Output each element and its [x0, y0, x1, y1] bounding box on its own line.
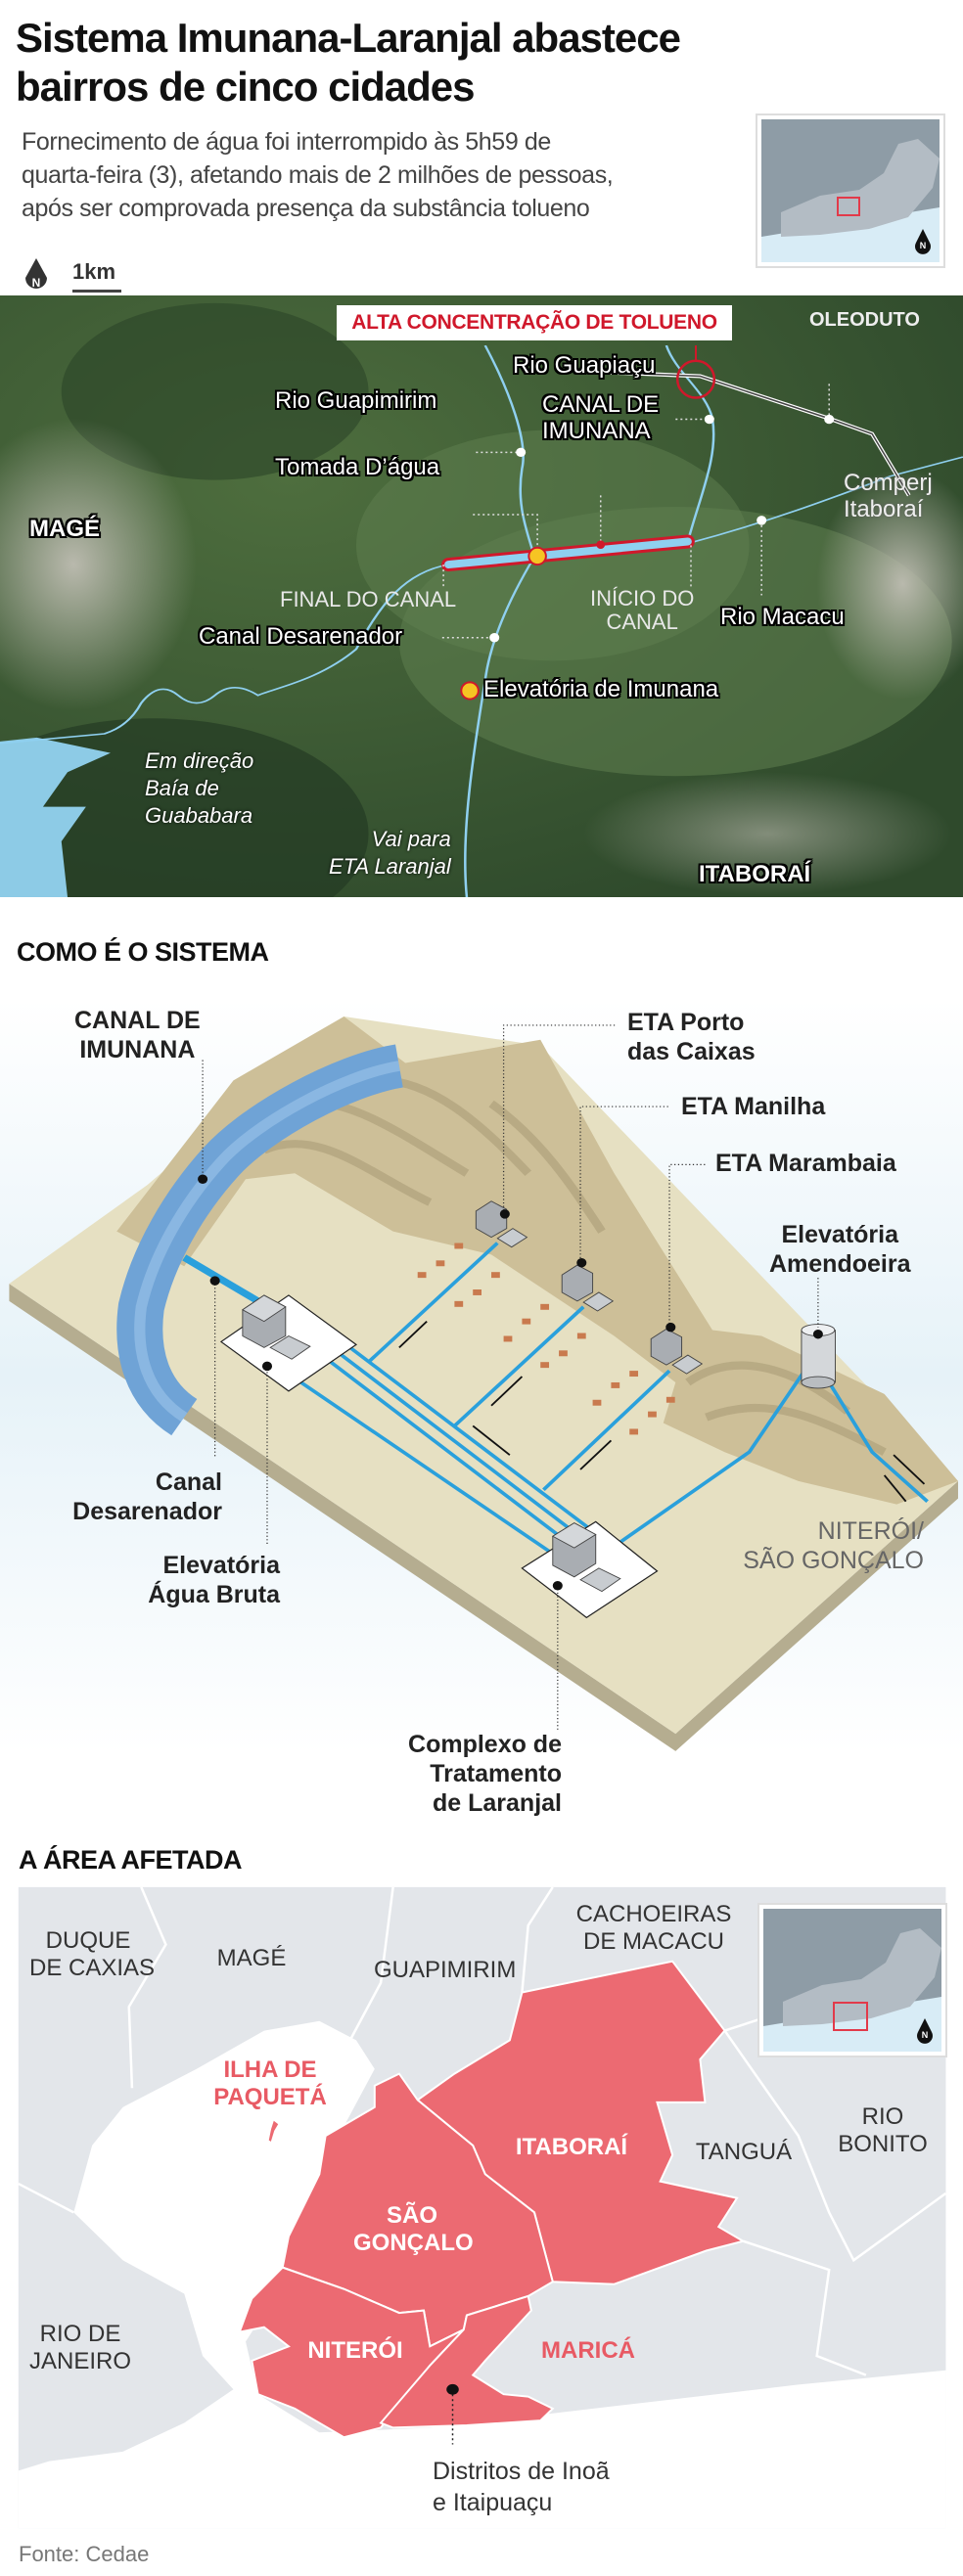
guanabara-bay [0, 737, 111, 897]
flow-arrows [398, 1321, 926, 1503]
system-diagram [0, 999, 963, 1754]
region-marica-districts [381, 2296, 553, 2427]
svg-text:N: N [922, 2030, 929, 2040]
subtitle-line: quarta-feira (3), afetando mais de 2 mil… [22, 161, 614, 189]
subtitle-line: Fornecimento de água foi interrompido às… [22, 128, 551, 156]
urban-area-comperj [816, 468, 963, 700]
label-canal-desarenador: Canal Desarenador [199, 623, 403, 650]
tomada-dagua-marker [528, 548, 546, 565]
pipelines [182, 1242, 929, 1556]
buildings [242, 1200, 836, 1593]
label-eta-marambaia: ETA Marambaia [715, 1150, 896, 1177]
urban-area-itaborai [583, 772, 952, 896]
canal-to-laranjal [464, 556, 536, 897]
label-elevatoria-imunana: Elevatória de Imunana [483, 676, 719, 702]
region-paqueta [268, 2119, 280, 2143]
label-mage-area: MAGÉ [216, 1945, 287, 1971]
locator-map-graphic: N [761, 119, 940, 262]
label-guapimirim: GUAPIMIRIM [374, 1957, 517, 1983]
elevatoria-imunana-marker [461, 682, 479, 699]
map-point-markers [489, 414, 835, 643]
rio-guapimirim [483, 344, 536, 558]
title-line: bairros de cinco cidades [16, 64, 476, 110]
mountain-ridges [262, 1076, 887, 1456]
scale-label: 1km [72, 259, 116, 284]
svg-text:N: N [920, 241, 927, 250]
label-eta-manilha: ETA Manilha [681, 1093, 826, 1120]
label-itaborai-area: ITABORAÍ [515, 2134, 628, 2160]
label-tomada-dagua: Tomada D’água [275, 454, 440, 480]
label-rio-macacu: Rio Macacu [720, 604, 845, 630]
label-final-canal: FINAL DO CANAL [280, 587, 457, 611]
north-arrow-icon: N [917, 2018, 933, 2044]
district-marker [446, 2383, 459, 2395]
locator-map-affected: N [757, 1903, 947, 2057]
label-itaborai: ITABORAÍ [699, 861, 811, 887]
section-heading-affected: A ÁREA AFETADA [19, 1845, 242, 1875]
locator-map-graphic: N [763, 1909, 941, 2052]
source-credit: Fonte: Cedae [19, 2542, 150, 2566]
satellite-map [0, 295, 963, 897]
label-niteroi-sao-goncalo: NITERÓI/SÃO GONÇALO [743, 1517, 924, 1574]
locator-map: N [756, 113, 945, 268]
label-rio-guapimirim: Rio Guapimirim [275, 387, 437, 414]
leader-lines [442, 384, 829, 637]
terrain-platform [9, 1017, 958, 1735]
label-tangua: TANGUÁ [695, 2139, 793, 2165]
page-title: Sistema Imunana-Laranjal abastece bairro… [16, 14, 681, 112]
canal-marker [596, 540, 606, 549]
label-rio-guapiacu: Rio Guapiaçu [513, 352, 656, 379]
title-line: Sistema Imunana-Laranjal abastece [16, 15, 681, 61]
north-arrow-icon: N [915, 229, 931, 254]
canal-imunana-highlight [448, 542, 688, 565]
toluene-alert-label: ALTA CONCENTRAÇÃO DE TOLUENO [337, 305, 732, 340]
locator-highlight [833, 2002, 868, 2031]
svg-text:N: N [32, 276, 41, 290]
subtitle-line: após ser comprovada presença da substânc… [22, 195, 590, 222]
diagram-markers [198, 1174, 823, 1591]
houses [417, 1243, 675, 1435]
north-arrow-icon: N [25, 258, 47, 290]
river-to-bay [0, 564, 449, 745]
subtitle: Fornecimento de água foi interrompido às… [22, 125, 614, 225]
section-heading-system: COMO É O SISTEMA [17, 937, 269, 967]
locator-highlight [837, 197, 860, 216]
scale-bar [72, 290, 121, 293]
label-niteroi: NITERÓI [307, 2337, 403, 2364]
urban-area-mage [0, 418, 197, 711]
mountains [116, 1017, 958, 1505]
rio-macacu [687, 456, 963, 545]
region-niteroi [240, 2268, 464, 2438]
diagram-leader-lines [202, 1024, 819, 1732]
water-bay-ocean [18, 2020, 946, 2529]
label-marica: MARICÁ [541, 2337, 635, 2364]
label-oleoduto: OLEODUTO [809, 309, 920, 331]
label-mage: MAGÉ [29, 516, 100, 542]
